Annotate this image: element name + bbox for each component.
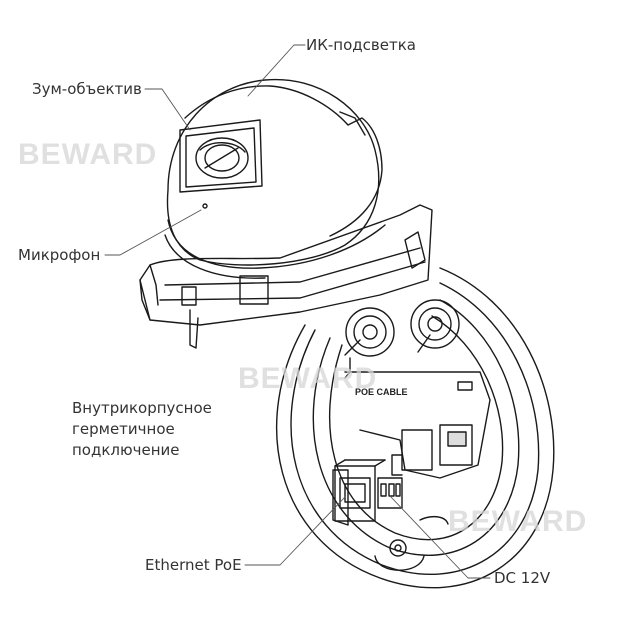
watermark-left: BEWARD xyxy=(18,138,158,171)
label-zoom-lens: Зум-объектив xyxy=(32,80,142,98)
dc-connector xyxy=(377,477,403,509)
camera-housing xyxy=(139,78,433,349)
board-marking: POE CABLE xyxy=(355,387,408,397)
mounting-base: POE CABLE xyxy=(276,267,555,589)
cable-glands xyxy=(344,299,460,357)
label-sealed-connection: Внутрикорпусное герметичное подключение xyxy=(72,399,212,459)
watermark-center: BEWARD xyxy=(238,362,378,395)
leader-lines xyxy=(104,44,491,579)
lens xyxy=(179,119,263,193)
circuit-board xyxy=(344,371,491,479)
label-dc-12v: DC 12V xyxy=(494,569,551,587)
microphone-hole xyxy=(202,203,208,209)
label-ethernet-poe: Ethernet PoE xyxy=(145,556,242,574)
bottom-screw xyxy=(374,539,425,571)
label-microphone: Микрофон xyxy=(18,246,101,264)
label-ir-light: ИК-подсветка xyxy=(306,36,416,54)
watermark-right: BEWARD xyxy=(448,505,588,538)
ethernet-socket xyxy=(334,459,386,522)
